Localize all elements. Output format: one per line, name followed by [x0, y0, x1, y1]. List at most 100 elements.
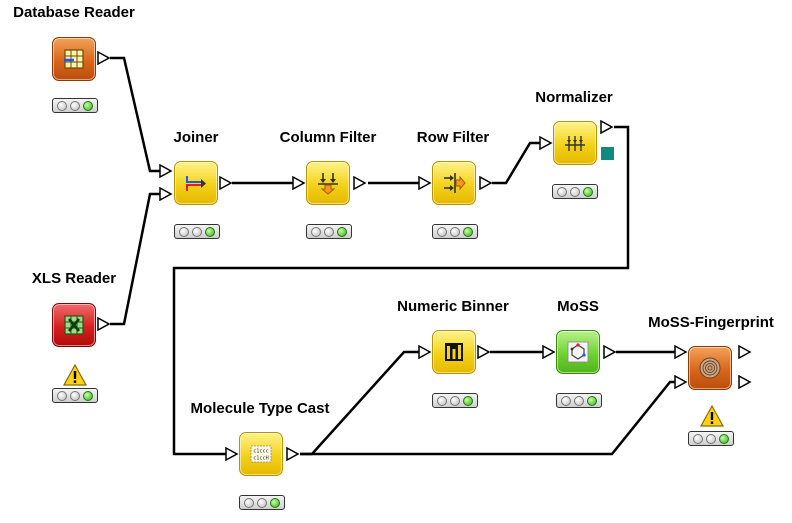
join-arrows-icon	[186, 176, 206, 191]
status-light-red	[179, 227, 189, 237]
input-port[interactable]	[225, 447, 239, 461]
input-port[interactable]	[542, 345, 556, 359]
status-traffic-light	[552, 184, 598, 199]
output-port[interactable]	[479, 176, 493, 190]
input-port[interactable]	[539, 136, 553, 150]
status-light-yellow	[450, 396, 460, 406]
output-port[interactable]	[97, 51, 111, 65]
column-filter-icon	[318, 173, 338, 195]
status-light-green	[587, 396, 597, 406]
input-port[interactable]	[292, 176, 306, 190]
status-light-green	[83, 391, 93, 401]
input-port[interactable]	[418, 345, 432, 359]
status-traffic-light	[432, 224, 478, 239]
status-traffic-light	[688, 431, 734, 446]
status-light-green	[205, 227, 215, 237]
node-body[interactable]	[432, 330, 476, 374]
connection-moleculecast-fingerprint	[300, 380, 676, 456]
output-port[interactable]	[600, 120, 614, 134]
node-title: Joiner	[173, 129, 219, 146]
database-table-icon	[64, 49, 84, 69]
input-port[interactable]	[674, 375, 688, 389]
status-traffic-light	[239, 495, 285, 510]
svg-text:c1ccH: c1ccH	[253, 456, 269, 462]
status-light-red	[244, 498, 254, 508]
output-port[interactable]	[603, 345, 617, 359]
molecule-icon	[567, 341, 589, 363]
status-light-red	[437, 227, 447, 237]
status-light-green	[270, 498, 280, 508]
warning-icon	[63, 364, 87, 386]
node-title: MoSS-Fingerprint	[648, 314, 774, 331]
binner-icon	[445, 343, 463, 361]
node-title: Row Filter	[416, 129, 490, 146]
status-light-red	[693, 434, 703, 444]
connection-dbreader-joiner	[110, 56, 160, 173]
status-traffic-light	[52, 388, 98, 403]
status-light-yellow	[570, 187, 580, 197]
input-port[interactable]	[159, 187, 173, 201]
excel-file-icon	[64, 315, 84, 335]
status-light-yellow	[70, 391, 80, 401]
node-body[interactable]: c1ccc c1ccH	[239, 432, 283, 476]
node-body[interactable]	[52, 37, 96, 81]
status-light-red	[57, 391, 67, 401]
svg-text:c1ccc: c1ccc	[253, 449, 269, 455]
status-traffic-light	[556, 393, 602, 408]
node-body[interactable]	[52, 303, 96, 347]
model-output-port[interactable]	[601, 147, 614, 160]
status-light-yellow	[257, 498, 267, 508]
status-light-red	[57, 101, 67, 111]
status-light-green	[463, 396, 473, 406]
connection-normalizer-moleculecast	[172, 125, 630, 456]
status-light-red	[311, 227, 321, 237]
node-title: Column Filter	[279, 129, 377, 146]
warning-icon	[700, 405, 724, 427]
status-light-green	[583, 187, 593, 197]
connection-rowfilter-normalizer	[492, 141, 540, 185]
connection-xlsreader-joiner	[110, 192, 160, 326]
fingerprint-icon	[699, 357, 721, 379]
status-traffic-light	[306, 224, 352, 239]
node-title: Molecule Type Cast	[190, 400, 330, 417]
output-port[interactable]	[97, 317, 111, 331]
normalizer-icon	[565, 136, 585, 151]
node-body[interactable]	[174, 161, 218, 205]
status-light-yellow	[192, 227, 202, 237]
status-light-red	[557, 187, 567, 197]
output-port[interactable]	[219, 176, 233, 190]
status-light-green	[337, 227, 347, 237]
status-light-yellow	[70, 101, 80, 111]
node-body[interactable]	[306, 161, 350, 205]
node-body[interactable]	[432, 161, 476, 205]
output-port[interactable]	[738, 375, 752, 389]
status-light-green	[463, 227, 473, 237]
status-traffic-light	[432, 393, 478, 408]
node-title: Normalizer	[535, 89, 613, 106]
status-light-yellow	[706, 434, 716, 444]
output-port[interactable]	[738, 345, 752, 359]
status-light-yellow	[450, 227, 460, 237]
input-port[interactable]	[674, 345, 688, 359]
node-title: Numeric Binner	[397, 298, 509, 315]
input-port[interactable]	[159, 164, 173, 178]
output-port[interactable]	[477, 345, 491, 359]
row-filter-icon	[444, 173, 466, 193]
status-light-yellow	[574, 396, 584, 406]
node-body[interactable]	[556, 330, 600, 374]
status-traffic-light	[174, 224, 220, 239]
node-title: Database Reader	[13, 4, 135, 21]
status-light-red	[561, 396, 571, 406]
node-body[interactable]	[553, 121, 597, 165]
status-light-green	[83, 101, 93, 111]
status-light-yellow	[324, 227, 334, 237]
node-title: XLS Reader	[31, 270, 117, 287]
node-title: MoSS	[557, 298, 599, 315]
output-port[interactable]	[353, 176, 367, 190]
input-port[interactable]	[418, 176, 432, 190]
status-light-green	[719, 434, 729, 444]
output-port[interactable]	[286, 447, 300, 461]
node-body[interactable]	[688, 346, 732, 390]
status-traffic-light	[52, 98, 98, 113]
